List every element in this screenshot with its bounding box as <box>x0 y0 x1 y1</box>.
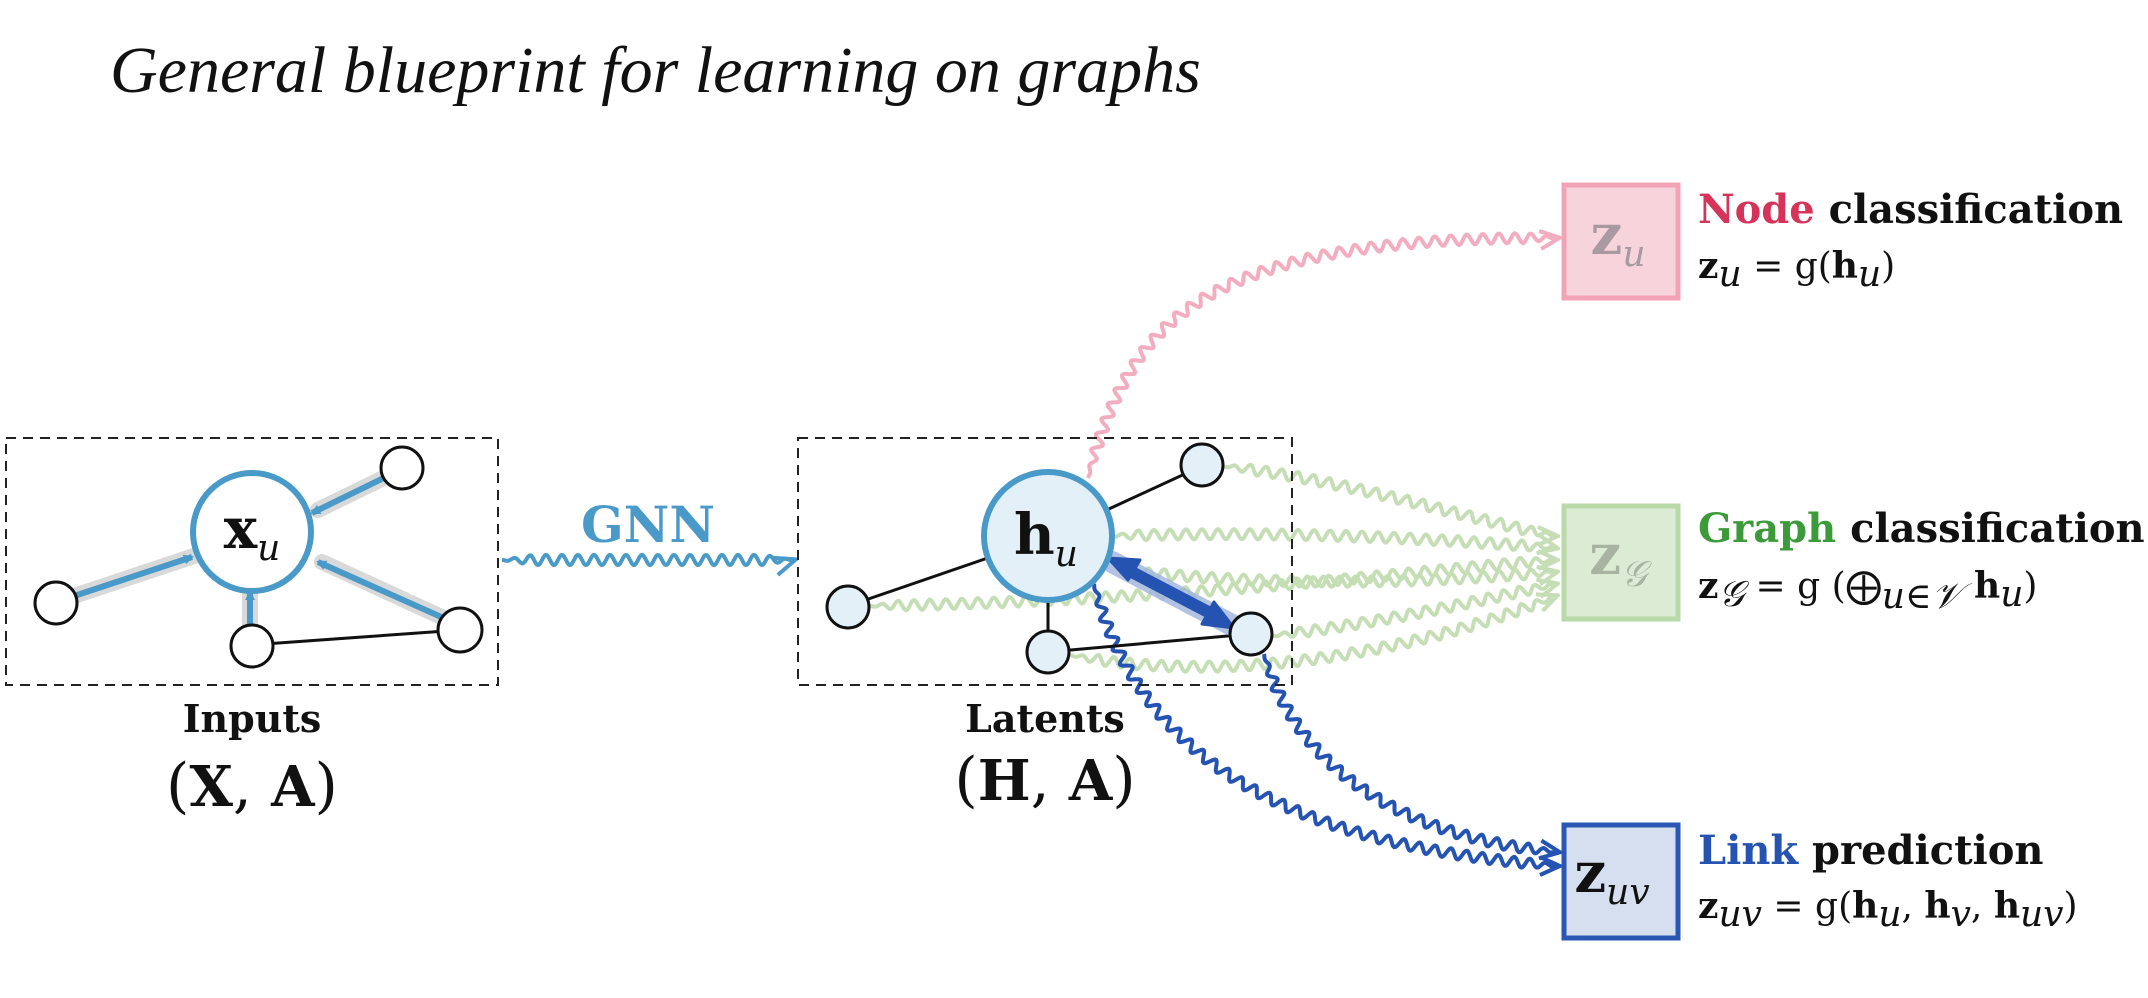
link-task: zuv Link prediction zuv = g(hu, hv, huv) <box>1561 822 2078 941</box>
link-task-formula: zuv = g(hu, hv, huv) <box>1698 885 2078 935</box>
neighbor-node <box>436 606 484 654</box>
link-task-link <box>1262 653 1558 853</box>
neighbor-node <box>379 445 425 491</box>
graph-task-link <box>1069 596 1556 674</box>
inputs-label: Inputs <box>183 696 322 741</box>
latents-math: (H, A) <box>954 745 1135 815</box>
latents-label: Latents <box>965 696 1125 741</box>
graph-task: z𝒢 Graph classification z𝒢 = g (⨁u∈𝒱 hu) <box>1561 503 2145 622</box>
graph-task-link <box>1271 584 1556 639</box>
message-arrow <box>55 554 194 605</box>
central-node-xu <box>190 470 314 594</box>
link-output-symbol: zuv <box>1574 840 1649 913</box>
node-output-box <box>1561 182 1681 301</box>
link-task-link <box>1092 583 1558 868</box>
task-links <box>869 233 1558 868</box>
latent-node <box>825 584 871 630</box>
graph-output-box <box>1561 503 1681 622</box>
latents-dashed-frame <box>797 437 1293 686</box>
inputs-math: (X, A) <box>166 751 338 821</box>
graph-task-link <box>1110 527 1556 550</box>
central-node-hu-label: hu <box>1014 502 1078 575</box>
gnn-transition: GNN <box>502 495 794 565</box>
graph-output-symbol: z𝒢 <box>1589 522 1652 595</box>
graph-task-link <box>1221 462 1556 536</box>
link-double-arrow <box>1106 556 1236 630</box>
page-title: General blueprint for learning on graphs <box>110 34 1201 107</box>
node-task: zu Node classification zu = g(hu) <box>1561 182 2123 301</box>
input-edge <box>249 628 461 647</box>
latent-node <box>1025 629 1071 675</box>
neighbor-node <box>229 623 275 669</box>
link-task-heading: Link prediction <box>1698 827 2044 874</box>
graph-task-heading: Graph classification <box>1698 505 2145 552</box>
inputs-dashed-frame <box>5 437 499 686</box>
central-node-xu-label: xu <box>224 496 281 569</box>
node-task-link <box>1086 233 1558 479</box>
node-output-symbol: zu <box>1591 202 1646 275</box>
latent-edge <box>1047 632 1251 654</box>
neighbor-node <box>33 580 79 626</box>
graph-task-formula: z𝒢 = g (⨁u∈𝒱 hu) <box>1698 565 2037 617</box>
inputs-panel: xu Inputs (X, A) <box>5 437 499 821</box>
message-arrow <box>316 559 450 623</box>
latent-node <box>1179 442 1225 488</box>
latents-panel: hu Latents (H, A) <box>797 437 1293 815</box>
gnn-label: GNN <box>581 495 715 554</box>
latent-node-v <box>1228 611 1274 657</box>
node-task-heading: Node classification <box>1698 186 2123 233</box>
graph-task-link <box>1119 568 1556 589</box>
link-output-box <box>1561 822 1681 941</box>
node-task-formula: zu = g(hu) <box>1698 245 1895 295</box>
gnn-arrow <box>502 552 794 565</box>
central-node-hu <box>981 469 1115 603</box>
